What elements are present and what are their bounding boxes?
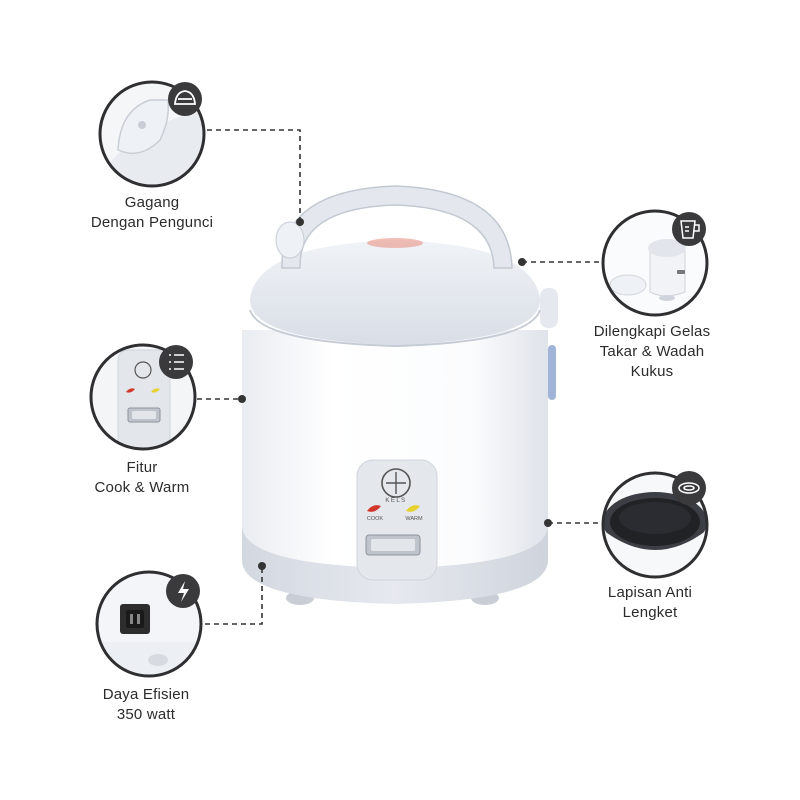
feature-label-line: Dengan Pengunci: [90, 214, 214, 231]
accessories-closeup-image: [603, 211, 707, 315]
feature-label-line: Cook & Warm: [94, 479, 190, 496]
lid-center-mark: [367, 238, 423, 248]
cooker-handle: [281, 185, 513, 269]
feature-cook-warm: [89, 343, 197, 451]
dot-power: [258, 562, 266, 570]
callout-line-handle: [207, 129, 301, 222]
bowl-icon-badge: [672, 471, 706, 505]
feature-label-handle: Gagang Dengan Pengunci: [62, 193, 242, 233]
brand-logo-icon: [381, 468, 411, 498]
measuring-cup-icon: [680, 220, 700, 239]
dot-cook: [238, 395, 246, 403]
feature-label-line: Kukus: [630, 363, 674, 380]
feature-label-line: Lengket: [622, 604, 678, 621]
callout-dots: [238, 218, 552, 570]
feature-label-cook-warm: Fitur Cook & Warm: [52, 458, 232, 498]
warm-indicator-icon: [406, 505, 420, 512]
rice-cooker: KELS COOK WARM: [242, 185, 558, 605]
feature-handle: [98, 80, 206, 188]
lid-latch: [540, 288, 558, 328]
cooker-body: [242, 330, 548, 568]
feature-power: [95, 570, 203, 678]
brand-logo-mark: [386, 472, 406, 494]
dot-handle: [296, 218, 304, 226]
bowl-icon: [678, 482, 700, 494]
dot-accessories: [518, 258, 526, 266]
cook-switch-inner: [371, 539, 415, 551]
feature-label-line: Fitur: [126, 459, 158, 476]
feature-accessories: [601, 209, 709, 317]
feature-label-line: Gagang: [124, 194, 180, 211]
list-icon: [169, 354, 184, 370]
lightning-icon: [178, 581, 189, 602]
callout-line-power: [205, 566, 263, 625]
callout-lines: [197, 129, 600, 625]
feature-label-line: Lapisan Anti: [607, 584, 693, 601]
lid-rim: [249, 309, 541, 348]
feature-label-nonstick: Lapisan Anti Lengket: [560, 583, 740, 623]
feature-label-power: Daya Efisien 350 watt: [56, 685, 236, 725]
panel-closeup-image: [91, 345, 195, 449]
cook-label: COOK: [367, 516, 384, 522]
control-panel: KELS COOK WARM: [356, 459, 438, 581]
warm-label: WARM: [405, 516, 423, 522]
cooker-lid: [250, 240, 540, 345]
measuring-cup-icon-badge: [672, 212, 706, 246]
feature-nonstick: [601, 471, 709, 579]
cook-indicator-icon: [367, 505, 381, 512]
feature-label-line: Daya Efisien: [102, 686, 190, 703]
feature-label-line: Takar & Wadah: [599, 343, 705, 360]
handle-hinge-left: [275, 221, 305, 259]
feature-label-accessories: Dilengkapi Gelas Takar & Wadah Kukus: [562, 322, 742, 382]
side-indicator: [548, 345, 556, 400]
brand-logo-text: KELS: [385, 498, 406, 504]
feature-label-line: 350 watt: [116, 706, 176, 723]
feature-label-line: Dilengkapi Gelas: [593, 323, 711, 340]
lid-icon: [174, 90, 196, 105]
dot-nonstick: [544, 519, 552, 527]
